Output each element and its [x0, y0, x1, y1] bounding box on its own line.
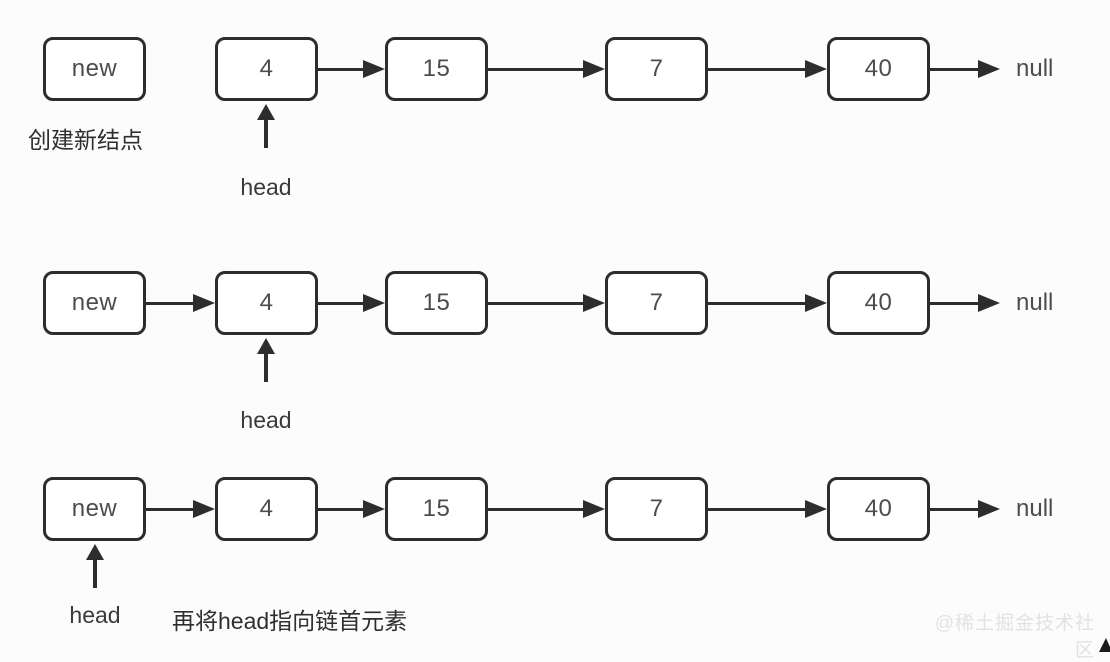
next-pointer-arrow [930, 60, 1000, 78]
step3-caption: 再将head指向链首元素 [172, 608, 408, 634]
node-value: 7 [649, 289, 664, 316]
next-pointer-arrow [318, 294, 385, 312]
step1-caption: 创建新结点 [28, 127, 143, 153]
list-node: 40 [827, 271, 930, 335]
list-node: 40 [827, 477, 930, 541]
new-node-label: new [71, 55, 118, 82]
node-value: 7 [649, 55, 664, 82]
list-node: 7 [605, 37, 708, 101]
next-pointer-arrow [708, 60, 827, 78]
watermark: @稀土掘金技术社区 [934, 613, 1095, 661]
new-node-box: new [43, 477, 146, 541]
next-pointer-arrow [708, 294, 827, 312]
node-value: 15 [422, 55, 451, 82]
list-node: 4 [215, 37, 318, 101]
list-node: 7 [605, 477, 708, 541]
new-node-box: new [43, 37, 146, 101]
node-value: 7 [649, 495, 664, 522]
head-label: head [240, 174, 292, 200]
head-pointer-arrow [86, 544, 104, 588]
next-pointer-arrow [146, 500, 215, 518]
null-terminator-label: null [1016, 495, 1054, 522]
next-pointer-arrow [488, 500, 605, 518]
next-pointer-arrow [930, 294, 1000, 312]
list-node: 7 [605, 271, 708, 335]
list-node: 15 [385, 477, 488, 541]
null-terminator-label: null [1016, 55, 1054, 82]
list-node: 40 [827, 37, 930, 101]
next-pointer-arrow [488, 60, 605, 78]
node-value: 40 [864, 495, 893, 522]
list-node: 15 [385, 37, 488, 101]
next-pointer-arrow [930, 500, 1000, 518]
node-value: 4 [259, 495, 274, 522]
node-value: 15 [422, 495, 451, 522]
head-label: head [240, 407, 292, 433]
cursor-artifact [1099, 638, 1110, 652]
node-value: 15 [422, 289, 451, 316]
new-node-label: new [71, 289, 118, 316]
list-node: 4 [215, 271, 318, 335]
node-value: 4 [259, 289, 274, 316]
next-pointer-arrow [146, 294, 215, 312]
head-pointer-arrow [257, 104, 275, 148]
node-value: 40 [864, 55, 893, 82]
new-node-label: new [71, 495, 118, 522]
head-label: head [69, 602, 121, 628]
node-value: 40 [864, 289, 893, 316]
next-pointer-arrow [708, 500, 827, 518]
node-value: 4 [259, 55, 274, 82]
list-node: 15 [385, 271, 488, 335]
new-node-box: new [43, 271, 146, 335]
head-pointer-arrow [257, 338, 275, 382]
next-pointer-arrow [488, 294, 605, 312]
list-node: 4 [215, 477, 318, 541]
null-terminator-label: null [1016, 289, 1054, 316]
next-pointer-arrow [318, 60, 385, 78]
next-pointer-arrow [318, 500, 385, 518]
